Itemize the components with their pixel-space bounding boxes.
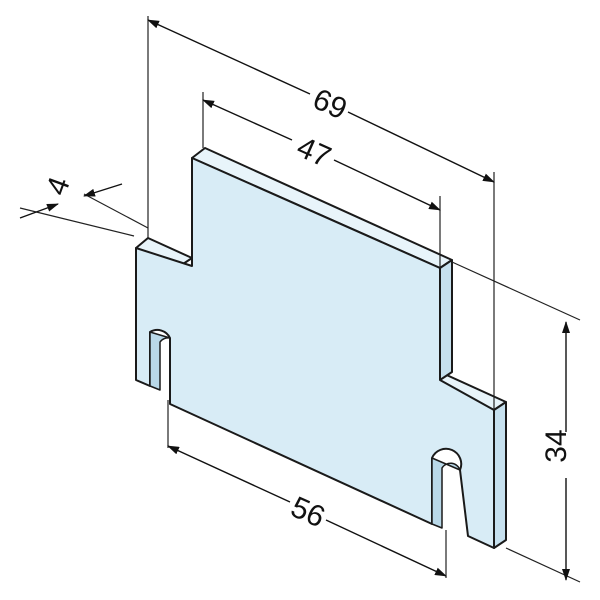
dim-4-label: 4 — [40, 173, 77, 200]
right-slot-wall — [431, 457, 461, 529]
dim-56-line — [167, 445, 291, 503]
bracket-part — [135, 147, 507, 549]
dim-47-line — [202, 99, 293, 141]
dim-69-label: 69 — [308, 83, 352, 127]
left-slot-wall — [149, 331, 171, 391]
dim-47-label: 47 — [292, 131, 336, 175]
upper-right-side-face — [439, 259, 453, 381]
dim-34-label: 34 — [540, 429, 573, 462]
dim-56-label: 56 — [286, 491, 330, 535]
dim-69-line — [147, 19, 311, 95]
lower-right-side-face — [493, 401, 507, 549]
dim-4-line — [19, 203, 59, 219]
dimension-lines — [19, 19, 570, 581]
